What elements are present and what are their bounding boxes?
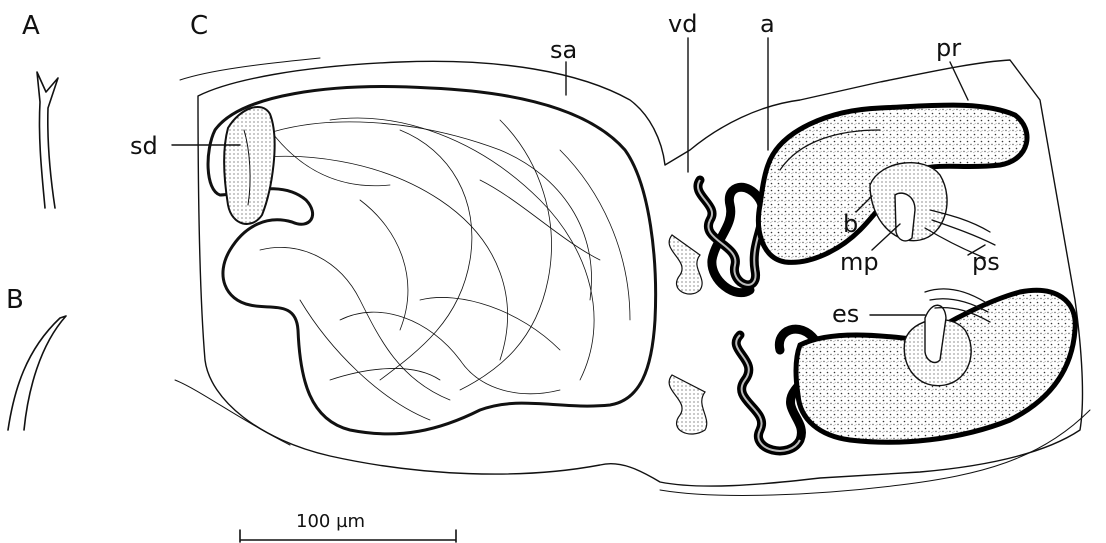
label-ps: ps	[972, 248, 1000, 276]
panel-c: C	[130, 10, 1090, 495]
panel-a-label: A	[22, 11, 40, 41]
panel-c-label: C	[190, 11, 208, 41]
vas-deferens-upper	[698, 180, 763, 293]
male-papilla-upper	[895, 193, 915, 241]
label-pr: pr	[936, 34, 961, 62]
panel-b-label: B	[6, 285, 24, 315]
vas-deferens-lower-branch	[669, 375, 707, 434]
stylet-tip-a-outline	[37, 72, 58, 208]
label-b: b	[843, 210, 858, 238]
label-sa: sa	[550, 36, 577, 64]
label-sd: sd	[130, 132, 158, 160]
panel-b: B	[6, 285, 66, 430]
leader-pr	[950, 62, 968, 100]
scale-bar-text: 100 µm	[296, 511, 365, 532]
label-es: es	[832, 300, 859, 328]
stylet-tip-b-outline	[8, 316, 66, 430]
panel-a: A	[22, 11, 58, 208]
label-mp: mp	[840, 248, 879, 276]
vas-deferens-upper-branch	[669, 235, 702, 294]
label-a: a	[760, 10, 775, 38]
label-vd: vd	[668, 10, 697, 38]
scale-bar: 100 µm	[240, 511, 456, 542]
